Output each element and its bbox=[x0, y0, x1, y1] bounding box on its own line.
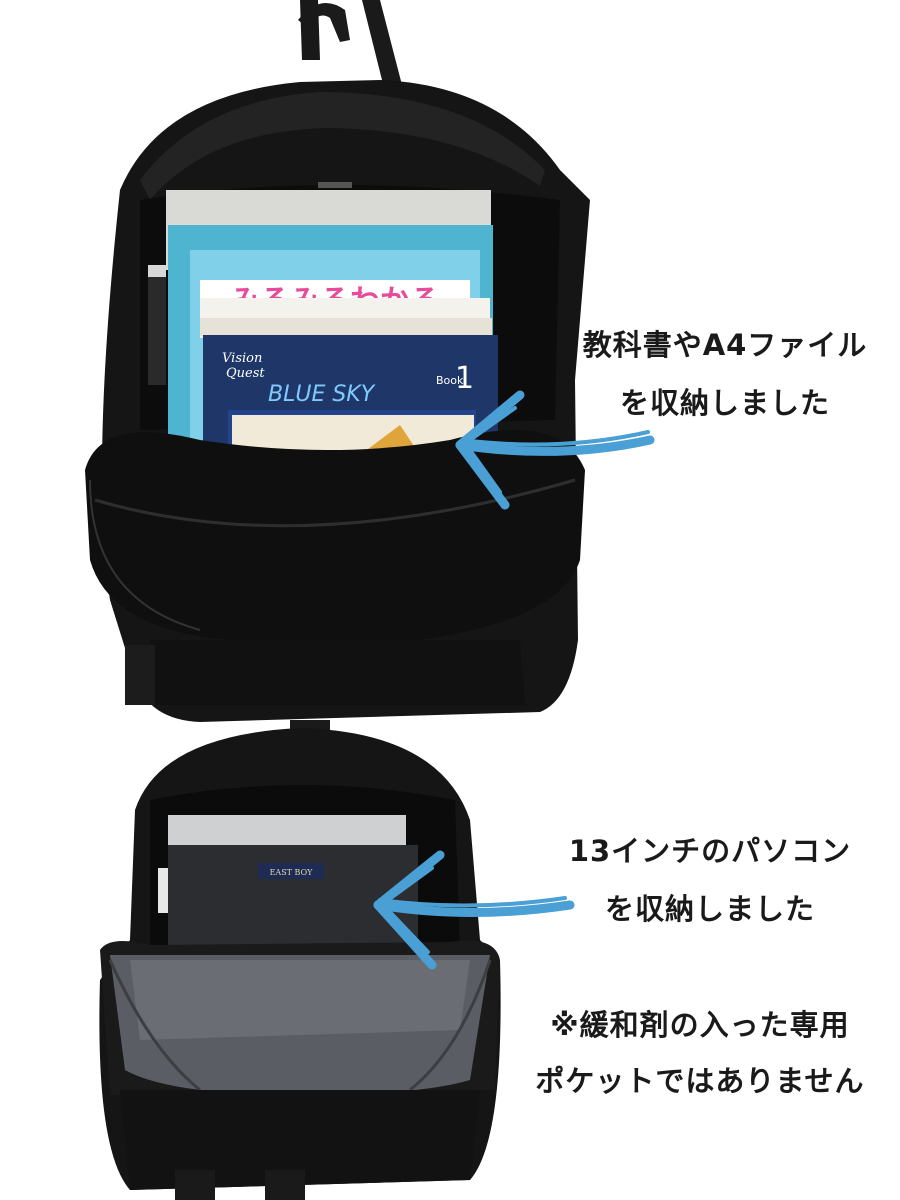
caption-note-line1: ※緩和剤の入った専用 bbox=[550, 1008, 850, 1042]
top-backpack: みるみるわかる Vision Quest BLUE SKY Book 1 bbox=[85, 0, 590, 722]
english-brand-bottom: Quest bbox=[226, 366, 265, 381]
caption-laptop-line1: 13インチのパソコン bbox=[568, 834, 852, 868]
caption-textbooks: 教科書やA4ファイル を収納しました bbox=[575, 316, 875, 432]
pen bbox=[148, 265, 166, 385]
arrow-top bbox=[455, 390, 655, 510]
english-title: BLUE SKY bbox=[268, 382, 376, 407]
bag-label bbox=[258, 863, 324, 879]
caption-note: ※緩和剤の入った専用 ポケットではありません bbox=[520, 997, 880, 1109]
caption-textbooks-line2: を収納しました bbox=[619, 386, 830, 420]
caption-textbooks-line1: 教科書やA4ファイル bbox=[582, 328, 868, 362]
caption-laptop-line2: を収納しました bbox=[604, 892, 815, 926]
english-book-word: Book bbox=[436, 374, 464, 387]
caption-laptop: 13インチのパソコン を収納しました bbox=[560, 822, 860, 938]
laptop-sleeve bbox=[168, 845, 418, 950]
english-book-number: 1 bbox=[455, 361, 474, 396]
english-brand-top: Vision bbox=[222, 351, 262, 366]
caption-note-line2: ポケットではありません bbox=[535, 1064, 865, 1098]
arrow-bottom bbox=[373, 850, 575, 970]
top-front-pocket bbox=[85, 430, 585, 640]
bag-label-text: EAST BOY bbox=[270, 868, 314, 877]
bottom-backpack: EAST BOY bbox=[99, 720, 501, 1200]
